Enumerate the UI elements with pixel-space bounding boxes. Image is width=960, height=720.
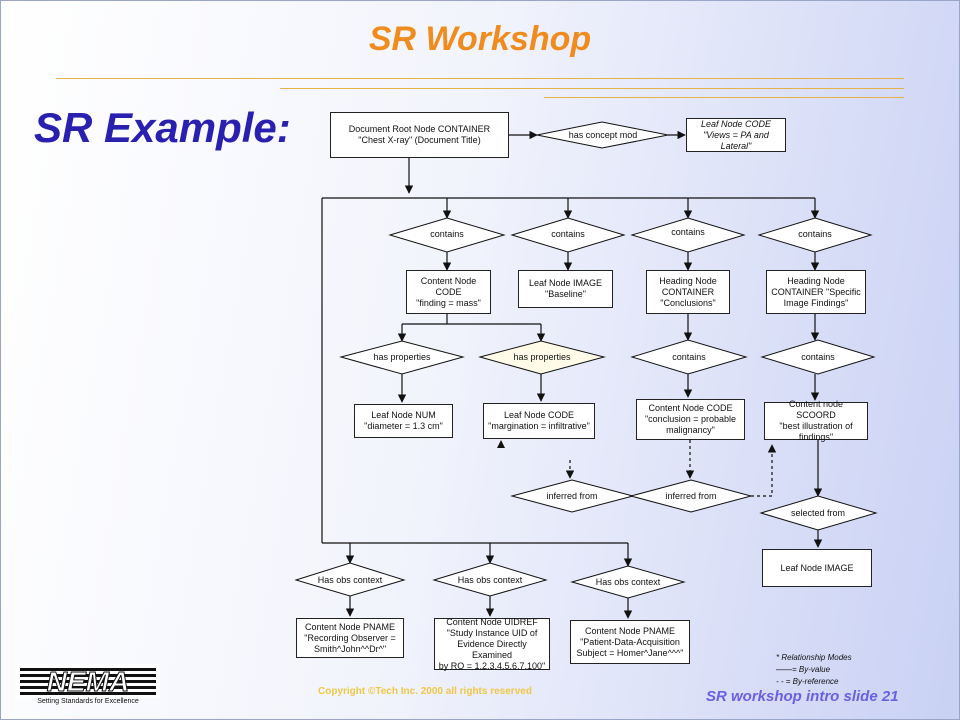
relation-contains-finding: contains — [430, 229, 464, 239]
slide-title: SR Workshop — [368, 20, 592, 58]
relation-has-properties-code: has properties — [513, 352, 571, 362]
logo-tagline: Setting Standards for Excellence — [37, 698, 139, 705]
node-specific-findings: Heading Node CONTAINER "Specific Image F… — [766, 270, 866, 314]
relation-has-properties-num: has properties — [373, 352, 431, 362]
node-conclusions: Heading Node CONTAINER "Conclusions" — [646, 270, 730, 314]
node-diameter: Leaf Node NUM "diameter = 1.3 cm" — [354, 404, 453, 438]
legend-by-reference-label: = By-reference — [785, 677, 839, 686]
relation-contains-specific: contains — [798, 229, 832, 239]
relation-obs-context-2: Has obs context — [457, 575, 523, 585]
title-rule-2 — [280, 88, 904, 89]
nema-logo: NEMA — [16, 664, 160, 698]
relation-contains-scoord: contains — [801, 352, 835, 362]
relation-inferred-from-1: inferred from — [546, 491, 598, 501]
relation-contains-conclusion-code: contains — [672, 352, 706, 362]
node-conclusion-code: Content Node CODE "conclusion = probable… — [636, 399, 745, 440]
title-rule-3 — [544, 97, 904, 98]
node-finding: Content Node CODE "finding = mass" — [406, 270, 491, 314]
node-study-uidref: Content Node UIDREF "Study Instance UID … — [434, 617, 550, 671]
node-baseline-image: Leaf Node IMAGE "Baseline" — [518, 270, 613, 308]
node-acquisition-subject: Content Node PNAME "Patient-Data-Acquisi… — [570, 620, 690, 664]
node-recording-observer: Content Node PNAME "Recording Observer =… — [296, 618, 404, 658]
relation-contains-conclusions: contains — [671, 227, 705, 237]
node-views: Leaf Node CODE "Views = PA and Lateral" — [686, 118, 786, 152]
node-leaf-image: Leaf Node IMAGE — [762, 549, 872, 587]
node-scoord: Content node SCOORD "best illustration o… — [764, 399, 868, 442]
slide-subtitle: SR Example: — [34, 104, 291, 151]
title-rule-1 — [56, 78, 904, 79]
relation-inferred-from-2: inferred from — [665, 491, 717, 501]
legend-title: * Relationship Modes — [776, 653, 852, 662]
relation-has-concept-mod: has concept mod — [568, 130, 638, 140]
relation-obs-context-3: Has obs context — [595, 577, 661, 587]
legend-by-value: ——= By-value — [776, 665, 831, 674]
copyright-notice: Copyright ©Tech Inc. 2000 all rights res… — [318, 686, 532, 697]
slide-footer-label: SR workshop intro slide 21 — [706, 688, 899, 705]
relation-obs-context-1: Has obs context — [317, 575, 383, 585]
legend-by-reference: - - = By-reference — [776, 677, 839, 686]
node-document-root: Document Root Node CONTAINER "Chest X-ra… — [330, 112, 509, 158]
legend-by-value-label: = By-value — [792, 665, 831, 674]
relation-contains-baseline: contains — [551, 229, 585, 239]
nema-logo-text: NEMA — [47, 666, 129, 697]
relation-selected-from: selected from — [790, 508, 846, 518]
node-margination: Leaf Node CODE "margination = infiltrati… — [483, 403, 595, 439]
relationship-legend: * Relationship Modes ——= By-value - - = … — [776, 652, 852, 688]
